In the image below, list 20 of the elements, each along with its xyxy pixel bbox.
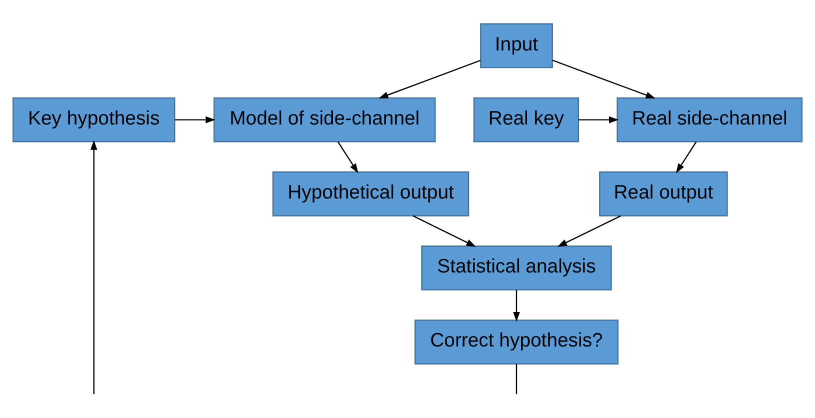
node-box: Input: [480, 22, 553, 68]
node-box: Real output: [599, 170, 728, 216]
arrow: [90, 140, 98, 394]
arrow: [175, 116, 216, 123]
node-box: Model of side-channel: [213, 96, 436, 142]
arrow: [513, 289, 520, 322]
node-box: Real side-channel: [616, 96, 802, 142]
connector: [516, 364, 518, 394]
arrow: [337, 140, 358, 173]
node-box: Correct hypothesis?: [414, 319, 619, 364]
node-box: Statistical analysis: [421, 245, 612, 290]
node-box: Key hypothesis: [12, 96, 176, 142]
arrow: [557, 214, 622, 246]
arrow: [676, 140, 697, 173]
arrow: [578, 116, 619, 123]
arrow: [378, 59, 481, 98]
node-box: Hypothetical output: [272, 170, 470, 216]
arrow: [412, 214, 476, 246]
arrow: [552, 59, 656, 98]
node-box: Real key: [473, 96, 580, 142]
